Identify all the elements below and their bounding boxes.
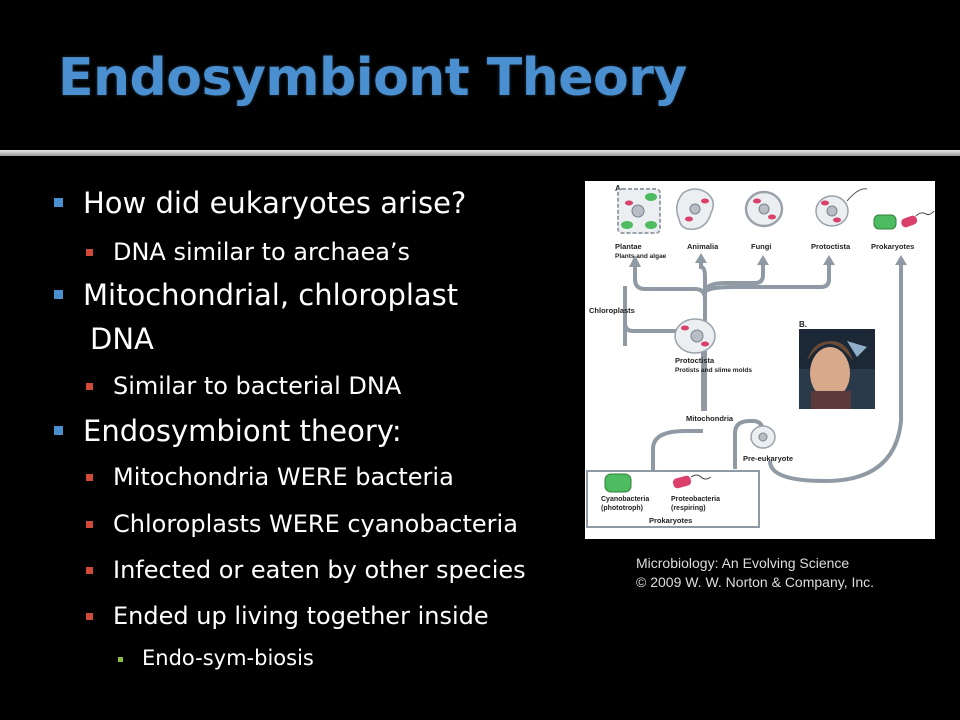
label-protoctista-mid: Protoctista bbox=[675, 356, 715, 365]
header-divider bbox=[0, 150, 960, 156]
bullet-marker bbox=[54, 426, 63, 435]
caption-line-1: Microbiology: An Evolving Science bbox=[636, 555, 850, 571]
bullet-marker bbox=[86, 521, 93, 528]
bullet-item-continuation: DNA bbox=[90, 322, 154, 356]
label-prokaryotes-box: Prokaryotes bbox=[649, 516, 692, 525]
slide-content: How did eukaryotes arise? DNA similar to… bbox=[0, 156, 960, 720]
bullet-marker bbox=[54, 198, 63, 207]
caption-line-2: © 2009 W. W. Norton & Company, Inc. bbox=[636, 574, 875, 590]
bullet-item: Ended up living together inside bbox=[113, 602, 489, 630]
plantae-cell-icon bbox=[617, 188, 661, 234]
bullet-marker bbox=[86, 567, 93, 574]
label-prokaryotes: Prokaryotes bbox=[871, 242, 914, 251]
bullet-item: DNA similar to archaea’s bbox=[113, 238, 411, 266]
bullet-item: Mitochondria WERE bacteria bbox=[113, 463, 454, 491]
label-proteobacteria-sub: (respiring) bbox=[671, 505, 706, 512]
label-cyanobacteria-sub: (phototroph) bbox=[601, 505, 643, 512]
bullet-item: Infected or eaten by other species bbox=[113, 556, 526, 584]
prokaryotes-box bbox=[586, 470, 760, 528]
bullet-item: Chloroplasts WERE cyanobacteria bbox=[113, 510, 518, 538]
label-proteobacteria: Proteobacteria bbox=[671, 496, 720, 503]
bullet-marker bbox=[86, 249, 93, 256]
bullet-marker bbox=[54, 290, 63, 299]
prokaryotes-icon bbox=[873, 210, 935, 230]
arrow-heads bbox=[629, 253, 907, 267]
panel-a-label: A. bbox=[615, 184, 623, 193]
label-cyanobacteria: Cyanobacteria bbox=[601, 496, 649, 503]
protoctista-mid-cell-icon bbox=[674, 318, 716, 354]
bullet-marker bbox=[86, 383, 93, 390]
label-animalia: Animalia bbox=[687, 242, 719, 251]
bullet-marker bbox=[118, 657, 123, 662]
bullet-item: Endo-sym-biosis bbox=[142, 646, 314, 670]
panel-b-label: B. bbox=[799, 320, 807, 329]
figure-caption: Microbiology: An Evolving Science © 2009… bbox=[636, 554, 874, 592]
label-plantae-sub: Plants and algae bbox=[615, 253, 667, 260]
bullet-marker bbox=[86, 474, 93, 481]
label-chloroplasts: Chloroplasts bbox=[589, 306, 635, 315]
bullet-item: Endosymbiont theory: bbox=[83, 414, 402, 448]
label-protoctista-mid-sub: Protists and slime molds bbox=[675, 367, 752, 374]
animalia-cell-icon bbox=[676, 188, 714, 231]
label-fungi: Fungi bbox=[751, 242, 771, 251]
pre-eukaryote-cell-icon bbox=[750, 425, 776, 449]
bullet-marker bbox=[86, 613, 93, 620]
label-pre-eukaryote: Pre-eukaryote bbox=[743, 454, 793, 463]
bullet-item: Similar to bacterial DNA bbox=[113, 372, 402, 400]
label-mitochondria: Mitochondria bbox=[686, 414, 734, 423]
protoctista-cell-icon bbox=[815, 188, 868, 227]
slide-header: Endosymbiont Theory bbox=[0, 0, 960, 150]
slide-title: Endosymbiont Theory bbox=[58, 48, 687, 108]
fungi-cell-icon bbox=[744, 190, 784, 228]
bullet-item: How did eukaryotes arise? bbox=[83, 186, 467, 220]
endosymbiosis-figure: A. B. bbox=[585, 181, 935, 539]
scientist-photo bbox=[799, 329, 875, 409]
label-plantae: Plantae bbox=[615, 242, 642, 251]
label-protoctista: Protoctista bbox=[811, 242, 851, 251]
bullet-item: Mitochondrial, chloroplast bbox=[83, 278, 459, 312]
